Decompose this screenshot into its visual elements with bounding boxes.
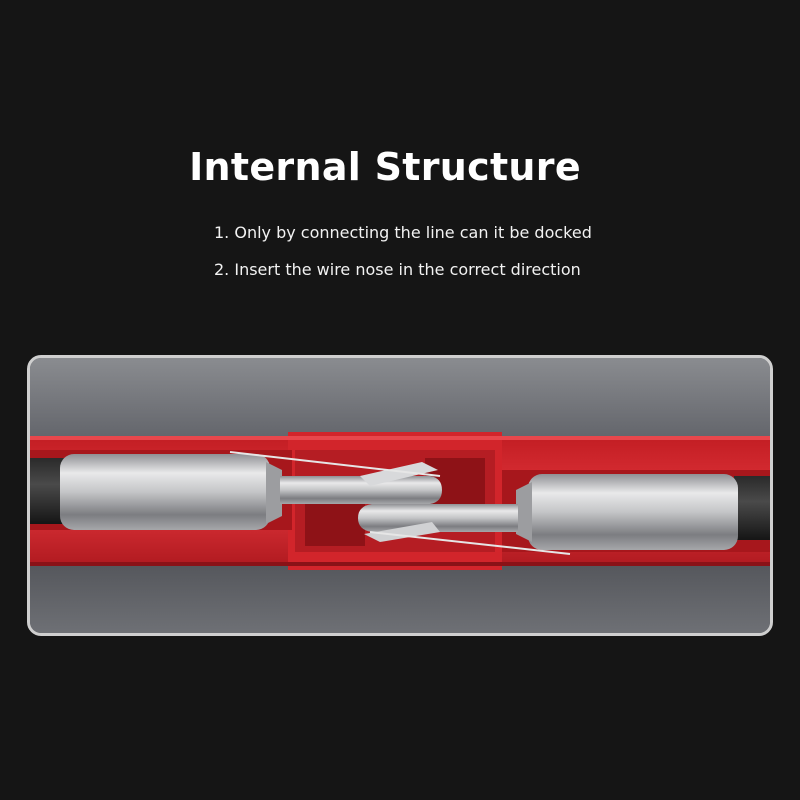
wire-left	[30, 458, 64, 524]
wire-right	[734, 476, 770, 540]
feature-line-1: 1. Only by connecting the line can it be…	[214, 223, 592, 242]
connector-cutaway-image	[27, 355, 773, 636]
barrel-left	[60, 454, 270, 530]
connector-illustration	[30, 358, 770, 633]
page-title: Internal Structure	[189, 145, 581, 189]
barrel-right	[528, 474, 738, 550]
feature-line-2: 2. Insert the wire nose in the correct d…	[214, 260, 581, 279]
